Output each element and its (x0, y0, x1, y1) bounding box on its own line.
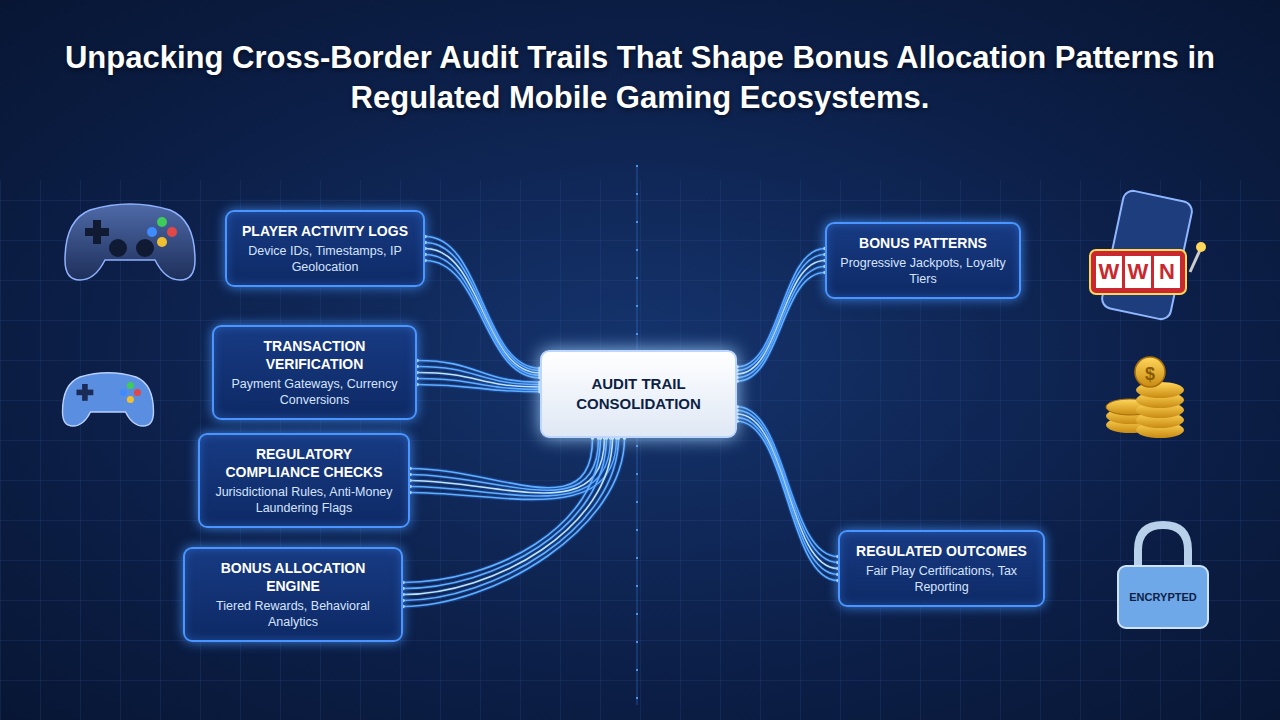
process-box: BONUS PATTERNS Progressive Jackpots, Loya… (825, 222, 1021, 299)
process-box: BONUS ALLOCATION ENGINETiered Rewards, B… (183, 547, 403, 642)
connector-bundle (401, 436, 626, 608)
box-heading: REGULATORY COMPLIANCE CHECKS (212, 445, 396, 481)
box-heading: AUDIT TRAIL CONSOLIDATION (554, 374, 723, 414)
box-heading: REGULATED OUTCOMES (852, 542, 1031, 560)
box-body: Tiered Rewards, Behavioral Analytics (197, 598, 389, 630)
icon-glyph: N (1154, 258, 1180, 286)
connector-bundle (735, 247, 827, 383)
box-heading: BONUS ALLOCATION ENGINE (197, 559, 389, 595)
process-box: REGULATORY COMPLIANCE CHECKSJurisdiction… (198, 433, 410, 528)
connector-bundle (415, 359, 542, 394)
connector-bundle (423, 235, 542, 380)
process-box: REGULATED OUTCOMES Fair Play Certificatio… (838, 530, 1045, 607)
title: Unpacking Cross-Border Audit Trails That… (60, 38, 1220, 118)
process-box: TRANSACTION VERIFICATIONPayment Gateways… (212, 325, 417, 420)
process-box: PLAYER ACTIVITY LOGS Device IDs, Timestam… (225, 210, 425, 287)
icon-glyph: $ (1138, 362, 1162, 386)
lock-label: ENCRYPTED (1120, 589, 1206, 606)
box-heading: PLAYER ACTIVITY LOGS (239, 222, 411, 240)
icon-glyph: W (1125, 258, 1151, 286)
box-body: Jurisdictional Rules, Anti-Money Launder… (212, 484, 396, 516)
box-body: Fair Play Certifications, Tax Reporting (852, 563, 1031, 595)
icon-glyph: W (1096, 258, 1122, 286)
connector-bundle (735, 405, 840, 582)
box-heading: BONUS PATTERNS (839, 234, 1007, 252)
hub-box: AUDIT TRAIL CONSOLIDATION (540, 350, 737, 438)
box-body: Device IDs, Timestamps, IP Geolocation (239, 243, 411, 275)
box-body: Progressive Jackpots, Loyalty Tiers (839, 255, 1007, 287)
box-body: Payment Gateways, Currency Conversions (226, 376, 403, 408)
box-heading: TRANSACTION VERIFICATION (226, 337, 403, 373)
